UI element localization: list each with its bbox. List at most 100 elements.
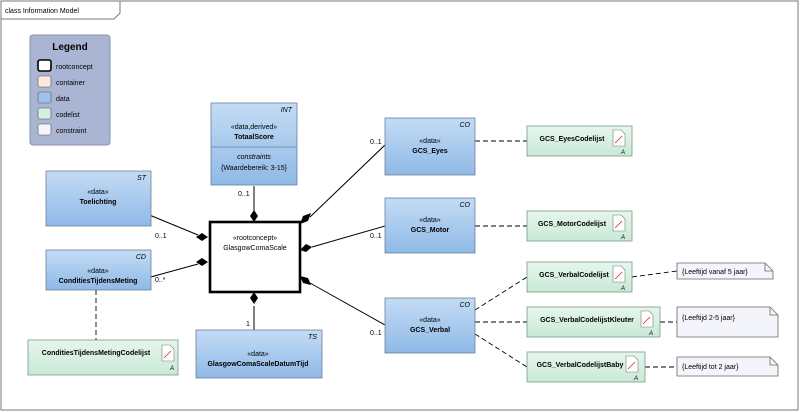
class-toelichting[interactable]: ST «data» Toelichting — [45, 170, 152, 227]
class-conditiestijdensmeting[interactable]: CD «data» ConditiesTijdensMeting — [45, 249, 152, 291]
composition-lines — [146, 144, 386, 330]
document-icon: A — [625, 355, 639, 382]
legend-swatch-container — [37, 75, 52, 88]
svg-text:A: A — [648, 331, 653, 337]
codelist-gcs-verbal[interactable]: GCS_VerbalCodelijst A — [526, 261, 633, 293]
diamond-motor — [300, 244, 312, 252]
class-box — [384, 297, 476, 354]
class-gcs-eyes[interactable]: CO «data» GCS_Eyes — [384, 117, 476, 176]
document-icon: A — [612, 129, 626, 156]
diamond-datumtijd — [250, 292, 258, 304]
class-stereotype: «data» — [419, 138, 441, 145]
class-tag: CO — [460, 302, 471, 309]
class-tag: TS — [308, 334, 317, 341]
codelist-gcs-verbal-baby[interactable]: GCS_VerbalCodelijstBaby A — [526, 351, 646, 383]
legend: Legend rootconcept container data codeli… — [29, 34, 111, 146]
frame-title: class Information Model — [5, 8, 79, 15]
mult-verbal: 0..1 — [370, 330, 382, 337]
legend-swatch-constraint — [37, 123, 52, 136]
note-fold — [769, 357, 778, 366]
constraint-value: {Waardebereik: 3-15} — [221, 165, 288, 172]
link-toelichting — [146, 213, 199, 236]
class-tag: CD — [136, 254, 146, 261]
class-box — [210, 102, 298, 186]
link-condities — [146, 263, 199, 279]
note-kleuter[interactable]: {Leeftijd 2-5 jaar} — [676, 306, 779, 338]
class-box — [384, 197, 476, 254]
class-stereotype: «data» — [419, 217, 441, 224]
legend-label-codelist: codelist — [56, 112, 80, 119]
codelist-gcs-motor[interactable]: GCS_MotorCodelijst A — [526, 210, 633, 242]
class-stereotype: «rootconcept» — [233, 235, 277, 242]
class-tag: ST — [137, 175, 147, 182]
link-motor — [311, 225, 386, 248]
class-box — [208, 220, 302, 294]
class-name: GCS_Verbal — [410, 327, 450, 334]
mult-condities: 0..* — [155, 277, 166, 284]
class-totaalscore[interactable]: INT «data,derived» TotaalScore constrain… — [210, 102, 298, 186]
codelist-name: ConditiesTijdensMetingCodelijst — [42, 350, 151, 357]
note-text: {Leeftijd vanaf 5 jaar} — [682, 269, 748, 276]
codelist-name: GCS_VerbalCodelijstKleuter — [540, 317, 634, 324]
class-name: TotaalScore — [234, 134, 274, 141]
note-box — [676, 262, 774, 280]
codelist-box — [526, 306, 661, 338]
constraints-label: constraints — [237, 154, 271, 161]
svg-text:A: A — [620, 235, 625, 241]
class-box — [384, 117, 476, 176]
class-name: Toelichting — [80, 199, 117, 206]
diamond-verbal — [300, 276, 311, 285]
class-glasgowcomascaledatumtijd[interactable]: TS «data» GlasgowComaScaleDatumTijd — [195, 329, 323, 379]
class-name: ConditiesTijdensMeting — [59, 278, 138, 285]
note-fold — [764, 263, 773, 272]
class-name: GCS_Motor — [411, 227, 450, 234]
legend-title: Legend — [52, 42, 88, 53]
note-baby[interactable]: {Leeftijd tot 2 jaar} — [676, 356, 779, 377]
document-icon: A — [161, 344, 175, 372]
codelist-name: GCS_VerbalCodelijst — [539, 272, 609, 279]
codelist-name: GCS_VerbalCodelijstBaby — [537, 362, 624, 369]
legend-swatch-codelist — [37, 107, 52, 120]
codelist-name: GCS_MotorCodelijst — [538, 221, 607, 228]
link-verbal — [309, 282, 386, 326]
svg-text:A: A — [169, 366, 174, 372]
legend-swatch-rootconcept — [37, 59, 52, 72]
note-verbal[interactable]: {Leeftijd vanaf 5 jaar} — [676, 262, 774, 280]
dep-baby — [474, 333, 528, 368]
diamond-totaal — [250, 210, 258, 222]
class-name: GCS_Eyes — [412, 148, 448, 155]
codelist-gcs-eyes[interactable]: GCS_EyesCodelijst A — [526, 125, 633, 157]
class-tag: CO — [460, 122, 471, 129]
mult-totaal: 0..1 — [238, 191, 250, 198]
dep-note-verbal — [631, 270, 678, 278]
legend-swatch-data — [37, 91, 52, 104]
class-gcs-verbal[interactable]: CO «data» GCS_Verbal — [384, 297, 476, 354]
diamond-toelichting — [196, 233, 208, 241]
dependency-lines — [95, 140, 678, 368]
class-stereotype: «data» — [247, 351, 269, 358]
class-box — [45, 249, 152, 291]
mult-toelichting: 0..1 — [155, 233, 167, 240]
class-name: GlasgowComaScale — [223, 245, 287, 252]
class-gcs-motor[interactable]: CO «data» GCS_Motor — [384, 197, 476, 254]
class-glasgowcomascale[interactable]: «rootconcept» GlasgowComaScale — [208, 220, 302, 294]
note-fold — [769, 307, 778, 316]
codelist-conditiestijdensmeting[interactable]: ConditiesTijdensMetingCodelijst A — [27, 339, 179, 376]
svg-text:A: A — [620, 150, 625, 156]
codelist-box — [526, 351, 646, 383]
legend-label-container: container — [56, 80, 85, 87]
mult-eyes: 0..1 — [370, 139, 382, 146]
class-stereotype: «data» — [87, 189, 109, 196]
codelist-gcs-verbal-kleuter[interactable]: GCS_VerbalCodelijstKleuter A — [526, 306, 661, 338]
class-box — [45, 170, 152, 227]
frame-title-tab — [0, 0, 121, 20]
class-tag: INT — [281, 107, 293, 114]
composition-diamonds — [196, 210, 312, 304]
diamond-condities — [196, 258, 208, 266]
class-name: GlasgowComaScaleDatumTijd — [207, 361, 308, 368]
legend-label-constraint: constraint — [56, 128, 86, 135]
document-icon: A — [612, 214, 626, 241]
class-stereotype: «data,derived» — [231, 124, 277, 131]
